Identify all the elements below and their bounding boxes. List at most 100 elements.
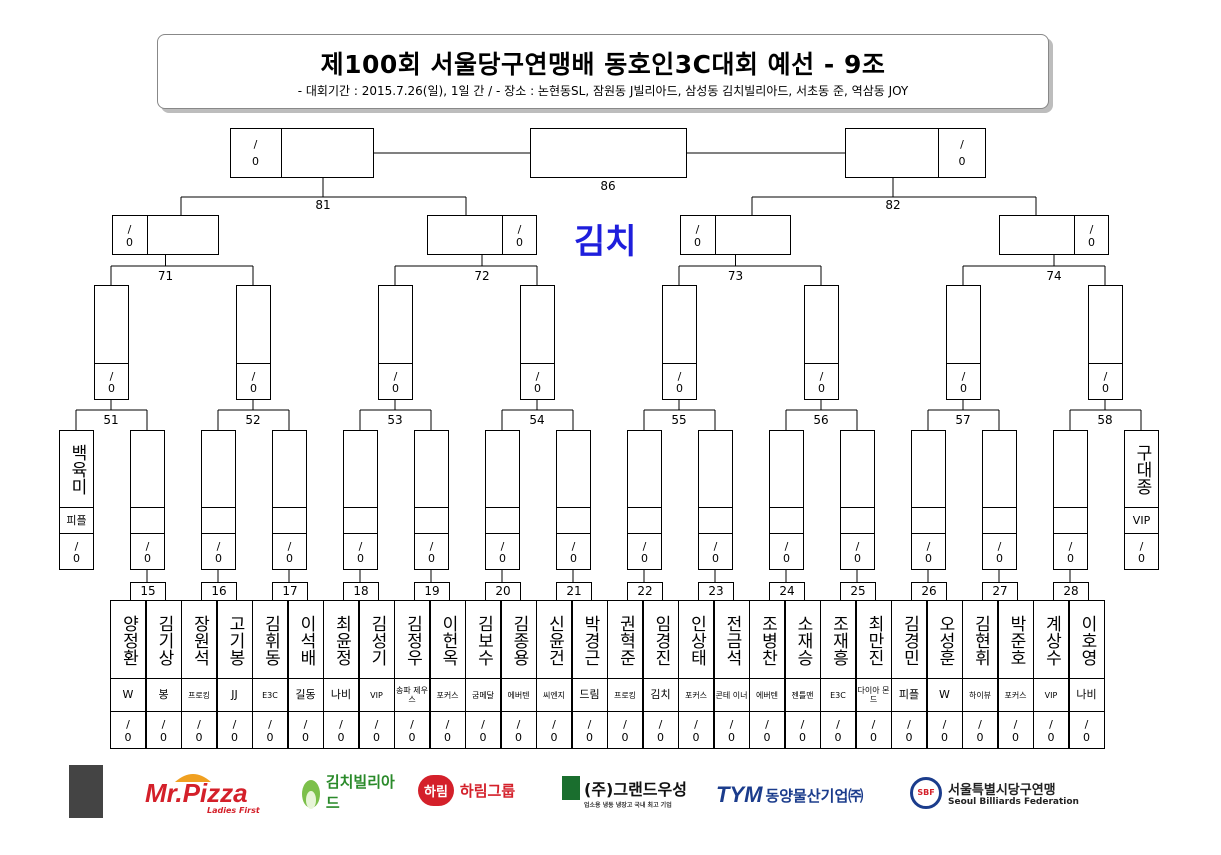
semi-box-2-score-top: / [695, 222, 700, 236]
player-cell-3-divider-1 [216, 678, 253, 679]
player-cell-21-score-bottom: 0 [870, 730, 877, 744]
harim-badge-icon: 하림 [418, 774, 454, 806]
quarter-box-2 [378, 285, 413, 400]
player-cell-24-divider-2 [962, 711, 998, 712]
r1-box-10 [840, 430, 875, 570]
player-name: 이헌옥 [438, 614, 458, 666]
player-cell-26-score-bottom: 0 [1047, 730, 1055, 744]
player-club: 봉 [158, 688, 169, 701]
r1-box-0-divider-1 [130, 507, 165, 508]
quarter-box-5 [804, 285, 839, 400]
player-name: 최윤정 [331, 614, 352, 666]
player-name: 조병찬 [757, 614, 778, 666]
player-cell-16-score-top: / [694, 718, 698, 732]
r1-box-6-score-bottom: 0 [570, 552, 577, 566]
semi-box-0-score-top: / [127, 222, 132, 236]
r1-box-1 [201, 430, 236, 570]
round1-number-box: 22 [627, 582, 663, 601]
r1-box-0-divider-2 [130, 533, 165, 534]
player-cell-23-divider-1 [926, 678, 963, 679]
player-club: 나비 [330, 688, 352, 701]
r1-box-12-divider-2 [982, 533, 1017, 534]
player-cell-10-score-top: / [481, 718, 485, 732]
player-cell-17-divider-2 [713, 711, 750, 712]
player-cell-8 [394, 600, 430, 749]
r1-box-6-divider-2 [556, 533, 591, 534]
quarter-box-5-score-top: / [819, 370, 824, 384]
sponsor-name: 하림그룹 [459, 781, 516, 800]
match-number: 81 [315, 198, 331, 212]
player-name: 양정환 [118, 614, 139, 666]
r1-box-3-score-bottom: 0 [357, 552, 364, 566]
player-cell-13 [571, 600, 608, 749]
seed-box-1 [1124, 430, 1159, 570]
player-cell-16 [678, 600, 714, 749]
player-name: 조재흥 [828, 614, 849, 666]
player-cell-24-score-bottom: 0 [976, 730, 984, 744]
player-name: 박경근 [580, 614, 600, 666]
sponsor-tagline: Ladies First [207, 806, 260, 815]
player-cell-3-score-bottom: 0 [231, 730, 238, 744]
cabbage-icon [302, 780, 320, 809]
player-cell-21-divider-1 [855, 678, 892, 679]
player-cell-14-divider-2 [607, 711, 643, 712]
player-club: 피플 [898, 688, 920, 701]
player-cell-16-divider-2 [678, 711, 714, 712]
final-right-box-score-bottom: 0 [958, 154, 966, 168]
seed-box-0-score-bottom: 0 [73, 552, 80, 566]
r1-box-6 [556, 430, 591, 570]
final-center-box [530, 128, 687, 178]
match-number: 73 [727, 269, 744, 283]
r1-box-6-score-top: / [571, 540, 576, 554]
player-cell-12-divider-1 [536, 678, 572, 679]
r1-box-1-divider-2 [201, 533, 236, 534]
match-number: 71 [157, 269, 174, 283]
semi-box-3-score-top: / [1089, 222, 1094, 236]
player-cell-4-score-top: / [268, 718, 272, 732]
grand-woosung-icon [562, 776, 580, 800]
r1-box-3-score-top: / [358, 540, 363, 554]
r1-box-5 [485, 430, 520, 570]
page-title: 제100회 서울당구연맹배 동호인3C대회 예선 - 9조 [320, 50, 886, 79]
quarter-box-0-score-top: / [109, 370, 114, 384]
round1-number-box: 15 [130, 582, 166, 601]
r1-box-1-score-bottom: 0 [215, 552, 222, 566]
player-cell-13-divider-2 [571, 711, 608, 712]
player-club: 포커스 [684, 690, 708, 700]
r1-box-13-score-bottom: 0 [1067, 552, 1074, 566]
r1-box-9 [769, 430, 804, 570]
player-club: 김치 [650, 688, 671, 701]
r1-box-8-divider-1 [698, 507, 733, 508]
player-club: 송파 제우스 [396, 686, 428, 704]
player-cell-24-score-top: / [978, 718, 982, 732]
player-name: 소재승 [793, 614, 813, 666]
player-cell-25-divider-2 [997, 711, 1034, 712]
player-cell-15-divider-2 [642, 711, 679, 712]
quarter-box-0 [94, 285, 129, 400]
footer-bar [69, 765, 103, 818]
player-cell-0-score-top: / [126, 718, 130, 732]
r1-box-0-score-bottom: 0 [144, 552, 151, 566]
r1-box-2-score-bottom: 0 [286, 552, 293, 566]
player-name: 김현휘 [970, 614, 991, 666]
player-club: W [939, 688, 950, 701]
player-club: 나비 [1076, 688, 1097, 701]
player-cell-6-divider-1 [323, 678, 359, 679]
quarter-box-5-score-bottom: 0 [818, 382, 825, 396]
player-cell-15-score-top: / [658, 718, 663, 732]
seed-box-0-divider-2 [59, 533, 94, 534]
semi-box-0-divider [147, 215, 148, 255]
match-number: 57 [955, 413, 971, 427]
player-cell-22 [891, 600, 927, 749]
player-cell-9-score-top: / [445, 718, 450, 732]
player-cell-7-divider-2 [358, 711, 395, 712]
match-number: 56 [813, 413, 829, 427]
seed-club: 피플 [66, 513, 87, 527]
r1-box-0 [130, 430, 165, 570]
r1-box-1-score-top: / [216, 540, 221, 554]
round1-number-box: 18 [343, 582, 379, 601]
player-cell-23-score-bottom: 0 [941, 730, 948, 744]
r1-box-2 [272, 430, 307, 570]
page-subtitle: - 대회기간 : 2015.7.26(일), 1일 간 / - 장소 : 논현동… [297, 84, 909, 98]
